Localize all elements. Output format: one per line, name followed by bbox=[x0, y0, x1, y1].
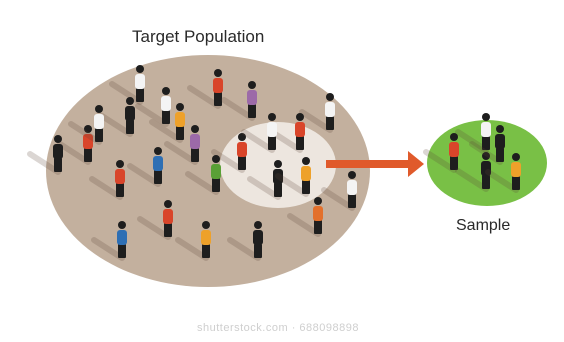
sample-people bbox=[423, 113, 521, 193]
sample-person bbox=[485, 153, 521, 193]
population-person bbox=[135, 87, 171, 127]
population-person bbox=[89, 160, 125, 200]
population-person bbox=[27, 135, 63, 175]
population-person bbox=[109, 65, 145, 105]
population-people bbox=[27, 65, 357, 261]
population-person bbox=[211, 133, 247, 173]
population-person bbox=[247, 160, 283, 200]
population-person bbox=[287, 197, 323, 237]
population-person bbox=[299, 93, 335, 133]
population-person bbox=[175, 221, 211, 261]
sample-person bbox=[469, 125, 505, 165]
diagram-title: Target Population bbox=[132, 27, 265, 46]
sample-person bbox=[455, 152, 491, 192]
population-person bbox=[221, 81, 257, 121]
watermark-text: shutterstock.com · 688098898 bbox=[197, 322, 359, 334]
population-person bbox=[321, 171, 357, 211]
population-person bbox=[149, 103, 185, 143]
population-person bbox=[137, 200, 173, 240]
sample-person bbox=[455, 113, 491, 153]
sample-label: Sample bbox=[456, 217, 511, 234]
population-person bbox=[91, 221, 127, 261]
population-person bbox=[275, 157, 311, 197]
population-person bbox=[57, 125, 93, 165]
population-person bbox=[68, 105, 104, 145]
population-person bbox=[241, 113, 277, 153]
population-person bbox=[185, 155, 221, 195]
population-person bbox=[227, 221, 263, 261]
sample-person bbox=[423, 133, 459, 173]
population-person bbox=[164, 125, 200, 165]
population-person bbox=[127, 147, 163, 187]
population-person bbox=[99, 97, 135, 137]
population-person bbox=[187, 69, 223, 109]
arrow-to-sample bbox=[326, 151, 424, 177]
